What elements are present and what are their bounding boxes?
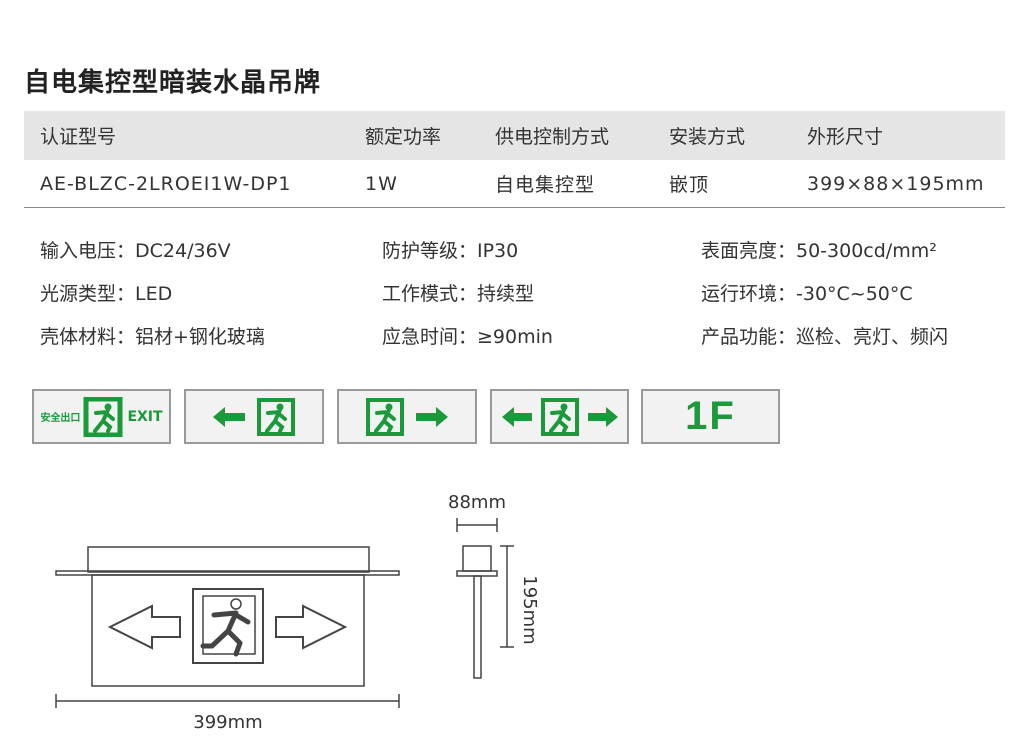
dimension-drawing: 399mm 88mm 195mm [55, 492, 540, 733]
header-cell-size: 外形尺寸 [807, 126, 884, 148]
side-view [456, 545, 498, 679]
sign-right [337, 389, 477, 444]
cell-size: 399×88×195mm [807, 172, 985, 195]
spec-protection: 防护等级：IP30 [382, 240, 519, 262]
width-dimension [55, 694, 400, 708]
spec-table: 认证型号 额定功率 供电控制方式 安装方式 外形尺寸 AE-BLZC-2LROE… [24, 111, 1005, 208]
spec-emergency-time: 应急时间：≥90min [382, 326, 553, 348]
height-dimension [500, 545, 514, 648]
height-dimension-label: 195mm [519, 575, 540, 644]
spec-input-voltage: 输入电压：DC24/36V [40, 240, 231, 262]
cell-model: AE-BLZC-2LROEⅠ1W-DP1 [40, 172, 292, 195]
sign-floor: 1F [641, 389, 780, 444]
sign-exit-en-label: EXIT [127, 408, 163, 425]
spec-environment: 运行环境：-30°C~50°C [701, 283, 913, 305]
width-dimension-label: 399mm [193, 712, 262, 733]
running-man-door-icon [83, 396, 123, 437]
right-arrow-exit-icon [366, 397, 448, 436]
spec-housing: 壳体材料：铝材+钢化玻璃 [40, 326, 265, 348]
front-view [55, 546, 400, 687]
sign-left [184, 389, 324, 444]
cell-install: 嵌顶 [669, 174, 710, 196]
cell-control: 自电集控型 [495, 174, 596, 196]
header-cell-control: 供电控制方式 [495, 126, 610, 148]
sign-exit: 安全出口 EXIT [32, 389, 171, 444]
page-title: 自电集控型暗装水晶吊牌 [24, 68, 322, 98]
spec-functions: 产品功能：巡检、亮灯、频闪 [701, 326, 949, 348]
sign-exit-cn-label: 安全出口 [40, 413, 81, 424]
table-row: AE-BLZC-2LROEⅠ1W-DP1 1W 自电集控型 嵌顶 399×88×… [24, 160, 1005, 208]
bidirectional-exit-icon [501, 397, 618, 436]
cell-power: 1W [365, 172, 398, 195]
left-arrow-exit-icon [213, 397, 295, 436]
spec-brightness: 表面亮度：50-300cd/mm² [701, 240, 937, 262]
sign-floor-label: 1F [685, 394, 736, 438]
header-cell-power: 额定功率 [365, 126, 442, 148]
header-cell-install: 安装方式 [669, 126, 746, 148]
spec-light-source: 光源类型：LED [40, 283, 173, 305]
depth-dimension-label: 88mm [448, 492, 506, 513]
spec-work-mode: 工作模式：持续型 [382, 283, 535, 305]
depth-dimension [456, 518, 498, 532]
table-header: 认证型号 额定功率 供电控制方式 安装方式 外形尺寸 [24, 111, 1005, 160]
header-cell-model: 认证型号 [40, 126, 117, 148]
sign-bidirectional [490, 389, 629, 444]
